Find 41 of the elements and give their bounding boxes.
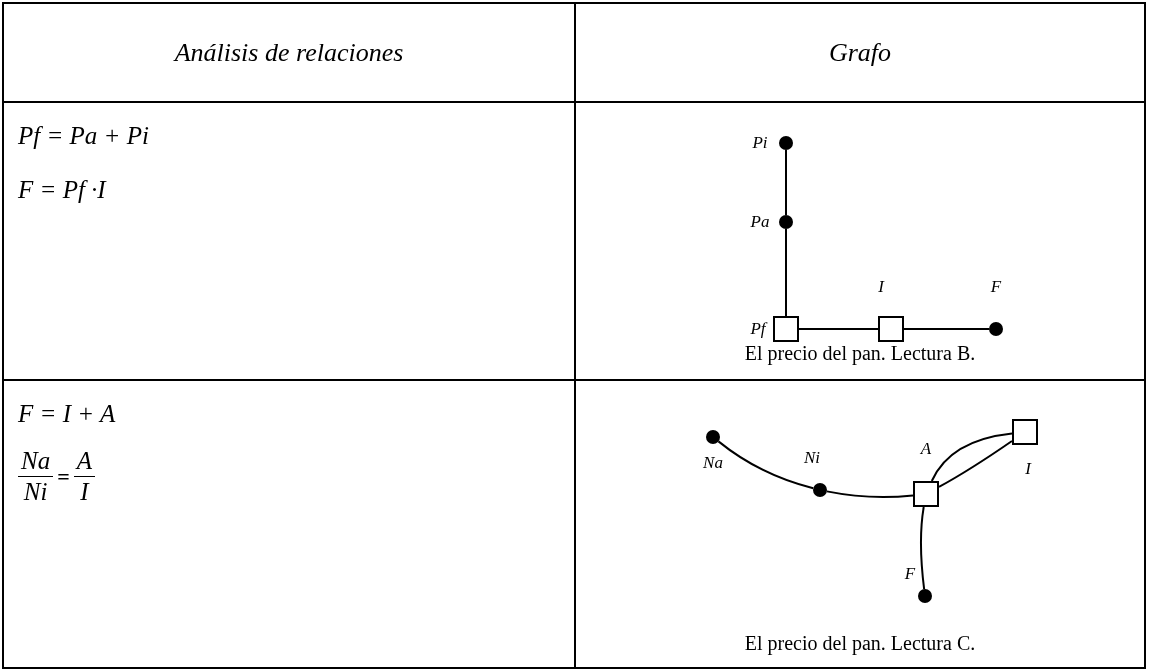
connector-line <box>825 490 914 498</box>
equation: Pf = Pa + Pi <box>18 122 149 150</box>
node-label: I <box>1025 459 1031 479</box>
dot-node <box>813 483 827 497</box>
graph-caption: El precio del pan. Lectura B. <box>743 342 977 365</box>
numerator: Na <box>18 446 54 477</box>
node-label: Pf <box>750 319 766 339</box>
connector-line <box>938 440 1013 488</box>
numerator: A <box>73 446 95 477</box>
denominator: I <box>79 477 91 507</box>
square-node <box>878 316 904 342</box>
square-node <box>1012 419 1038 445</box>
equals-sign: = <box>57 463 70 490</box>
dot-node <box>779 215 793 229</box>
node-label: Na <box>703 453 723 473</box>
dot-node <box>918 589 932 603</box>
node-label: Pa <box>750 212 770 232</box>
dot-node <box>779 136 793 150</box>
dot-node <box>989 322 1003 336</box>
connector-line <box>785 228 787 317</box>
node-label: Pi <box>752 133 768 153</box>
connector-line <box>717 440 815 490</box>
denominator: Ni <box>22 477 49 507</box>
equation: F = Pf ·I <box>18 176 106 204</box>
equation: F = I + A <box>18 400 116 428</box>
connector-line <box>930 432 1013 482</box>
dot-node <box>706 430 720 444</box>
node-label: Ni <box>803 448 821 468</box>
connector-line <box>919 506 926 591</box>
connector-line <box>785 149 787 216</box>
square-node <box>773 316 799 342</box>
connector-line <box>798 328 879 330</box>
column-header: Análisis de relaciones <box>172 38 405 68</box>
node-label: A <box>920 439 932 459</box>
connector-line <box>903 328 990 330</box>
node-label: F <box>904 564 916 584</box>
square-node <box>913 481 939 507</box>
node-label: I <box>878 277 884 297</box>
node-label: F <box>990 277 1002 297</box>
graph-caption: El precio del pan. Lectura C. <box>743 632 977 655</box>
column-header: Grafo <box>827 38 893 68</box>
